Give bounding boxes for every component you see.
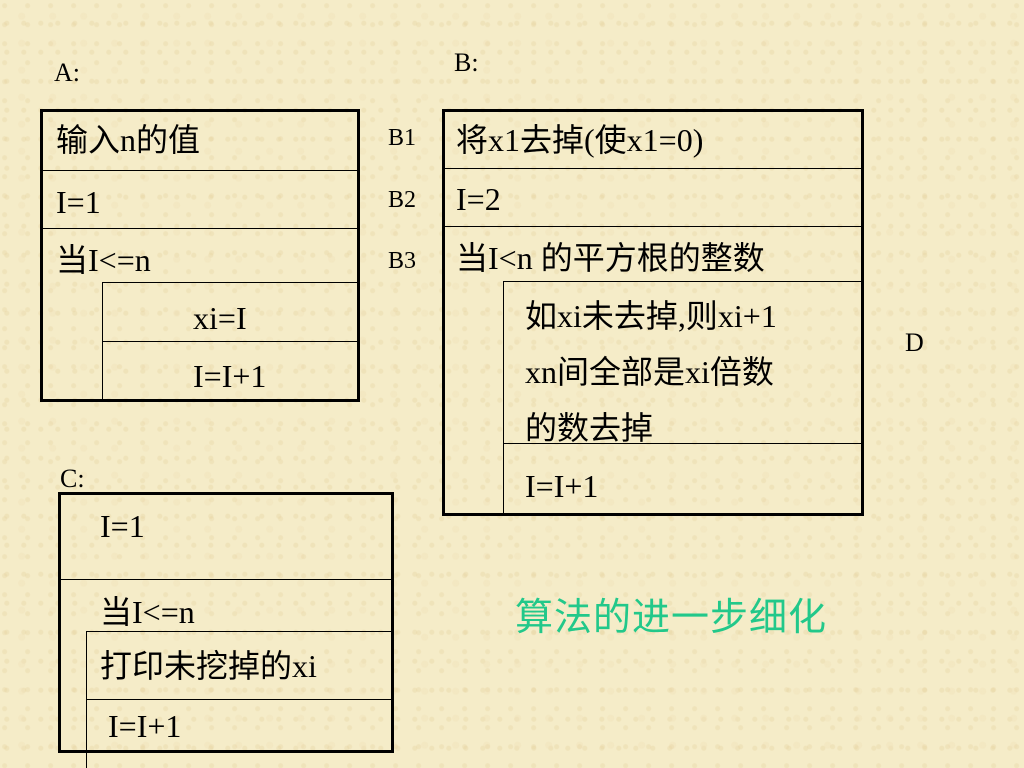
box-b-inner-line-3: 的数去掉 [525, 410, 654, 446]
label-b2: B2 [388, 187, 417, 213]
box-b-row-2: I=2 [456, 181, 501, 217]
box-a-inner-1: xi=I [193, 300, 247, 336]
box-b-inner-last: I=I+1 [525, 468, 599, 504]
box-a-inner-2: I=I+1 [193, 358, 267, 394]
box-c-inner-2: I=I+1 [108, 708, 182, 744]
divider-line [503, 281, 862, 282]
flowchart-box-a [40, 109, 360, 402]
box-b-row-1: 将x1去掉(使x1=0) [456, 122, 704, 158]
loop-body-line [86, 631, 87, 768]
box-a-row-1: 输入n的值 [56, 122, 201, 158]
box-a-row-2: I=1 [56, 184, 101, 220]
flowchart-box-b [442, 109, 864, 516]
divider-line [444, 168, 862, 169]
divider-line [60, 579, 392, 580]
divider-line [444, 226, 862, 227]
divider-line [42, 228, 358, 229]
box-c-row-1: I=1 [100, 508, 145, 544]
divider-line [86, 631, 392, 632]
flowchart-box-c [58, 492, 394, 753]
loop-body-line [102, 282, 103, 400]
divider-line [102, 341, 358, 342]
loop-body-line [503, 281, 504, 514]
box-b-inner-line-2: xn间全部是xi倍数 [525, 354, 774, 390]
caption: 算法的进一步细化 [515, 597, 828, 639]
box-b-inner-line-1: 如xi未去掉,则xi+1 [525, 298, 777, 334]
label-b: B: [454, 48, 479, 77]
label-b1: B1 [388, 125, 417, 151]
box-a-row-3: 当I<=n [56, 242, 151, 278]
box-b-row-3: 当I<n 的平方根的整数 [456, 240, 765, 276]
divider-line [42, 170, 358, 171]
label-b3: B3 [388, 248, 417, 274]
label-a: A: [54, 58, 80, 87]
label-d: D [905, 328, 924, 357]
divider-line [102, 282, 358, 283]
divider-line [503, 443, 862, 444]
box-c-inner-1: 打印未挖掉的xi [100, 648, 317, 684]
box-c-row-2: 当I<=n [100, 594, 195, 630]
divider-line [86, 699, 392, 700]
label-c: C: [60, 464, 85, 493]
